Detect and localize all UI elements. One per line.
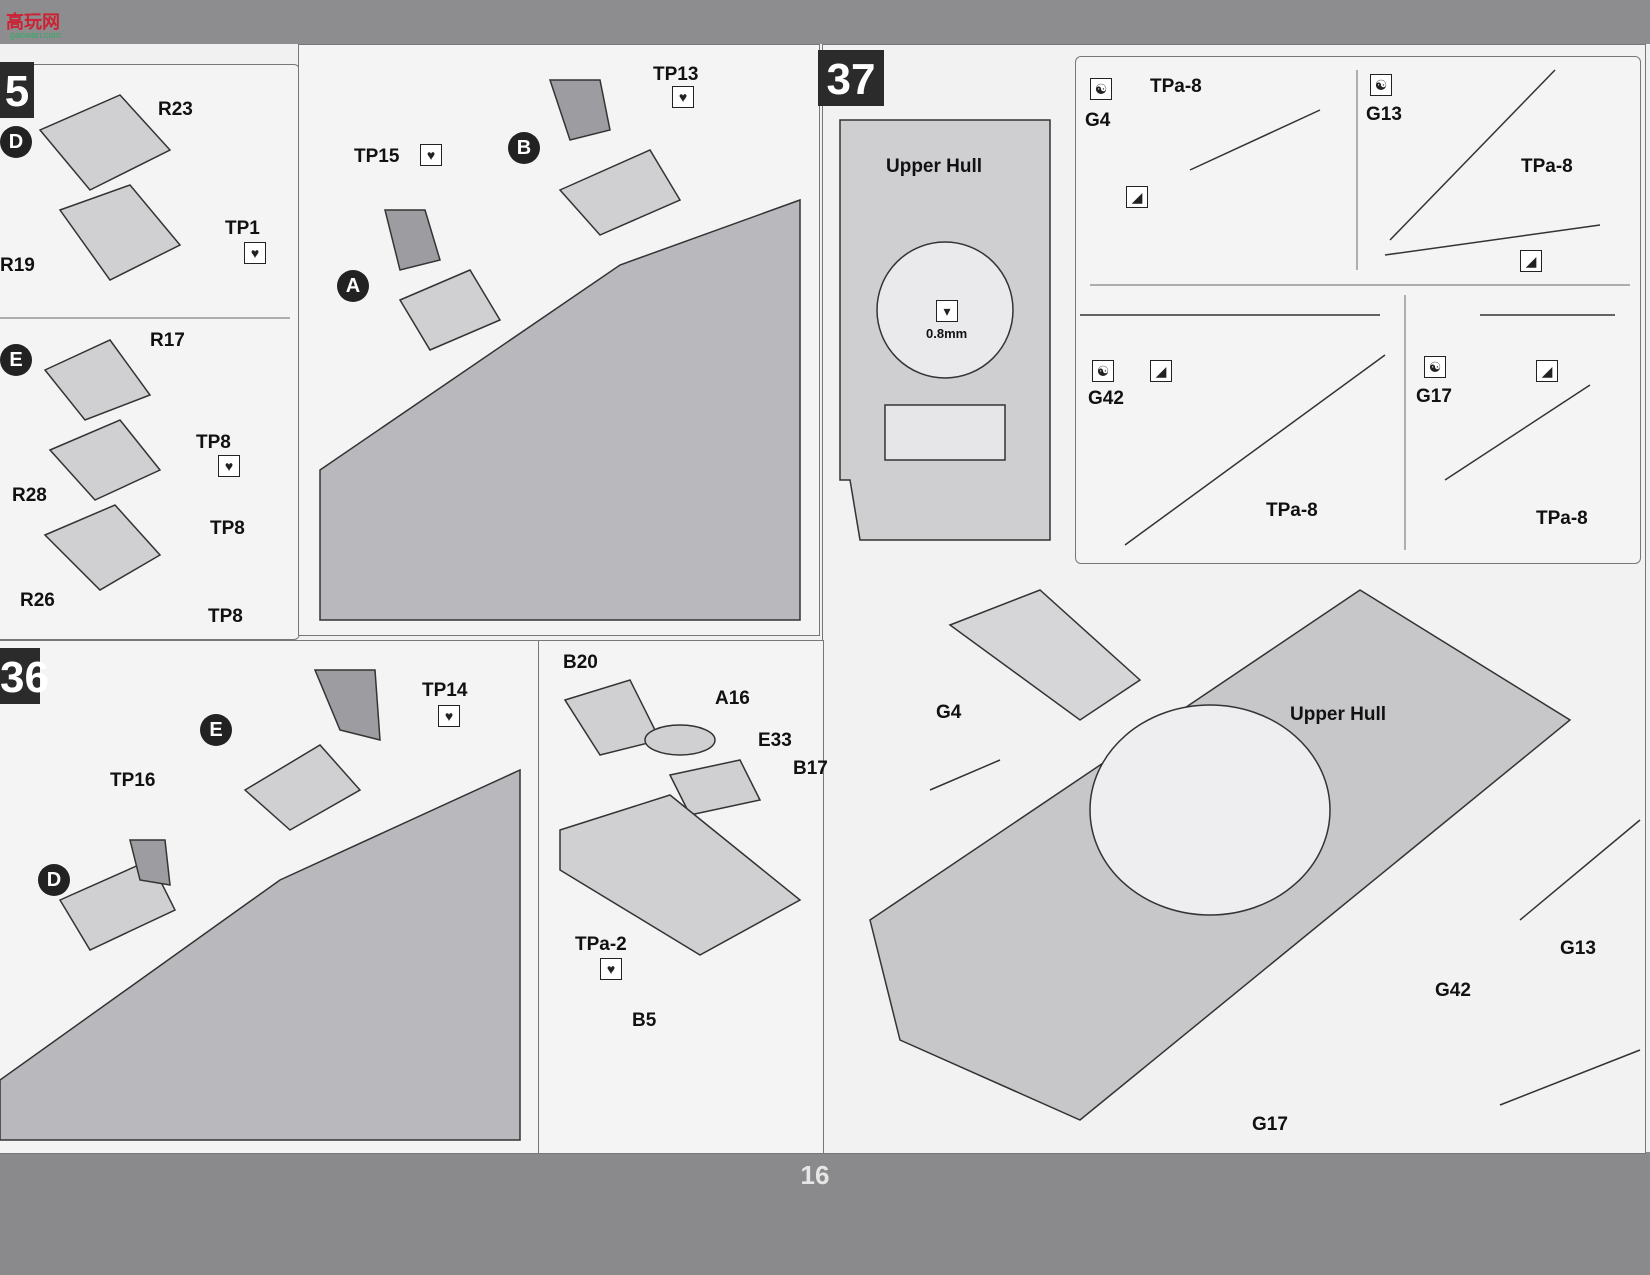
label-B20: B20 xyxy=(563,652,598,673)
label-TP14: TP14 xyxy=(422,680,468,701)
glue-icon: ♥ xyxy=(600,958,622,980)
label-upper-hull: Upper Hull xyxy=(1290,704,1387,725)
label-B17: B17 xyxy=(793,758,828,779)
glue-icon: ♥ xyxy=(420,144,442,166)
label-TP8-c: TP8 xyxy=(208,606,243,627)
step-37-subassembly-panel xyxy=(1075,56,1641,564)
cut-icon: ◢ xyxy=(1126,186,1148,208)
glue-icon: ♥ xyxy=(438,705,460,727)
label-TP16: TP16 xyxy=(110,770,156,791)
label-G17-sub: G17 xyxy=(1416,386,1452,407)
label-TP13: TP13 xyxy=(653,64,699,85)
callout-E-step36: E xyxy=(200,714,232,746)
label-B5: B5 xyxy=(632,1010,657,1031)
label-drill-size: 0.8mm xyxy=(926,326,968,341)
watermark-logo: 高玩网 xyxy=(6,12,60,32)
label-A16: A16 xyxy=(715,688,750,709)
label-G4-sub: G4 xyxy=(1085,110,1111,131)
label-G42: G42 xyxy=(1435,980,1471,1001)
label-G13: G13 xyxy=(1560,938,1596,959)
label-G13-sub: G13 xyxy=(1366,104,1402,125)
label-TPa-8-c: TPa-8 xyxy=(1266,500,1318,521)
step-number-37: 37 xyxy=(818,50,884,106)
label-G17: G17 xyxy=(1252,1114,1288,1135)
cut-icon: ◢ xyxy=(1536,360,1558,382)
label-R23: R23 xyxy=(158,99,193,120)
label-TP8-b: TP8 xyxy=(210,518,245,539)
label-R28: R28 xyxy=(12,485,47,506)
cut-icon: ◢ xyxy=(1520,250,1542,272)
part-orientation-icon: ☯ xyxy=(1370,74,1392,96)
label-R26: R26 xyxy=(20,590,55,611)
callout-D-step35: D xyxy=(0,126,32,158)
label-TPa-8-a: TPa-8 xyxy=(1150,76,1202,97)
label-R19: R19 xyxy=(0,255,35,276)
label-R17: R17 xyxy=(150,330,185,351)
label-E33: E33 xyxy=(758,730,792,751)
step-number-35: 5 xyxy=(0,62,34,118)
callout-D-step36: D xyxy=(38,864,70,896)
part-orientation-icon: ☯ xyxy=(1090,78,1112,100)
drill-icon: ▾ xyxy=(936,300,958,322)
label-TPa-8-b: TPa-8 xyxy=(1521,156,1573,177)
callout-B: B xyxy=(508,132,540,164)
page-number: 16 xyxy=(800,1160,830,1190)
part-orientation-icon: ☯ xyxy=(1424,356,1446,378)
cut-icon: ◢ xyxy=(1150,360,1172,382)
label-TP8-a: TP8 xyxy=(196,432,231,453)
label-TPa-2: TPa-2 xyxy=(575,934,627,955)
label-TP15: TP15 xyxy=(354,146,400,167)
watermark-url: gaowan.com xyxy=(10,30,62,40)
step-number-36: 36 xyxy=(0,648,49,704)
callout-E-step35: E xyxy=(0,344,32,376)
label-G4: G4 xyxy=(936,702,962,723)
label-G42-sub: G42 xyxy=(1088,388,1124,409)
glue-icon: ♥ xyxy=(218,455,240,477)
part-orientation-icon: ☯ xyxy=(1092,360,1114,382)
callout-A: A xyxy=(337,270,369,302)
label-TPa-8-d: TPa-8 xyxy=(1536,508,1588,529)
glue-icon: ♥ xyxy=(244,242,266,264)
label-upper-hull-top: Upper Hull xyxy=(886,156,983,177)
scan-bottom-border xyxy=(0,1152,1650,1275)
label-TP1: TP1 xyxy=(225,218,260,239)
scan-top-border xyxy=(0,0,1650,50)
glue-icon: ♥ xyxy=(672,86,694,108)
